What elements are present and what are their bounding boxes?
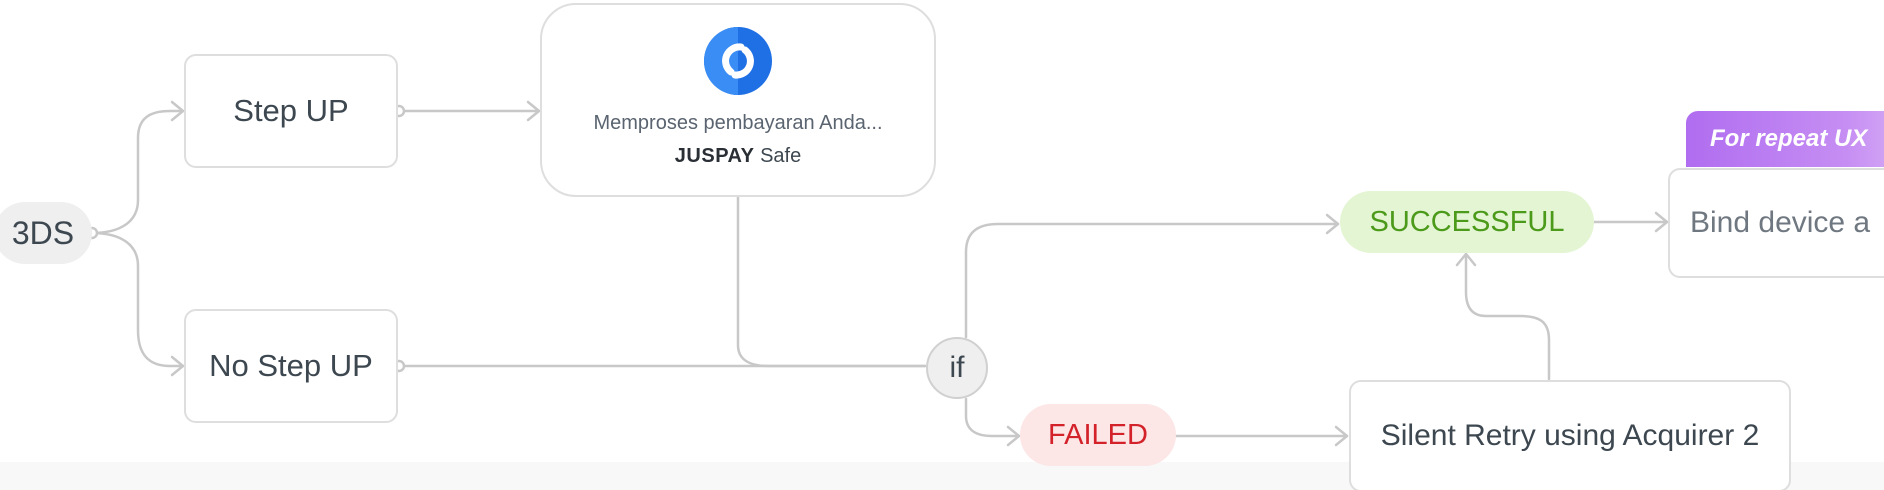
juspay-brand-name: JUSPAY <box>674 145 755 167</box>
arrowhead-juspay <box>526 100 541 122</box>
node-failed[interactable]: FAILED <box>1020 404 1176 466</box>
edge-3ds-no-step-up <box>90 231 185 368</box>
node-juspay-processing[interactable]: Memproses pembayaran Anda... JUSPAY Safe <box>540 3 936 197</box>
edge-juspay-if <box>736 195 927 368</box>
arrowhead-step-up <box>170 100 185 122</box>
node-silent-retry[interactable]: Silent Retry using Acquirer 2 <box>1349 380 1791 490</box>
node-no-step-up[interactable]: No Step UP <box>184 309 398 423</box>
arrowhead-successful <box>1325 213 1340 235</box>
juspay-brand: JUSPAY Safe <box>675 145 801 168</box>
node-bind-device[interactable]: Bind device a <box>1668 168 1884 278</box>
edge-if-failed <box>964 397 1021 438</box>
node-if[interactable]: if <box>926 337 988 399</box>
juspay-caption: Memproses pembayaran Anda... <box>593 112 883 134</box>
edge-retry-successful <box>1464 252 1551 381</box>
node-3ds[interactable]: 3DS <box>0 202 92 264</box>
node-step-up[interactable]: Step UP <box>184 54 398 168</box>
arrowhead-no-step-up <box>170 355 185 377</box>
arrowhead-retry <box>1334 425 1349 447</box>
arrowhead-retry-successful <box>1455 252 1477 267</box>
juspay-logo-icon <box>704 27 772 95</box>
repeat-ux-tag: For repeat UX <box>1686 111 1884 167</box>
edge-if-successful <box>964 222 1340 339</box>
node-successful[interactable]: SUCCESSFUL <box>1340 191 1594 253</box>
arrowhead-bind <box>1654 211 1669 233</box>
edge-3ds-step-up <box>90 109 185 235</box>
juspay-brand-safe: Safe <box>760 145 802 167</box>
arrowhead-failed <box>1006 425 1021 447</box>
